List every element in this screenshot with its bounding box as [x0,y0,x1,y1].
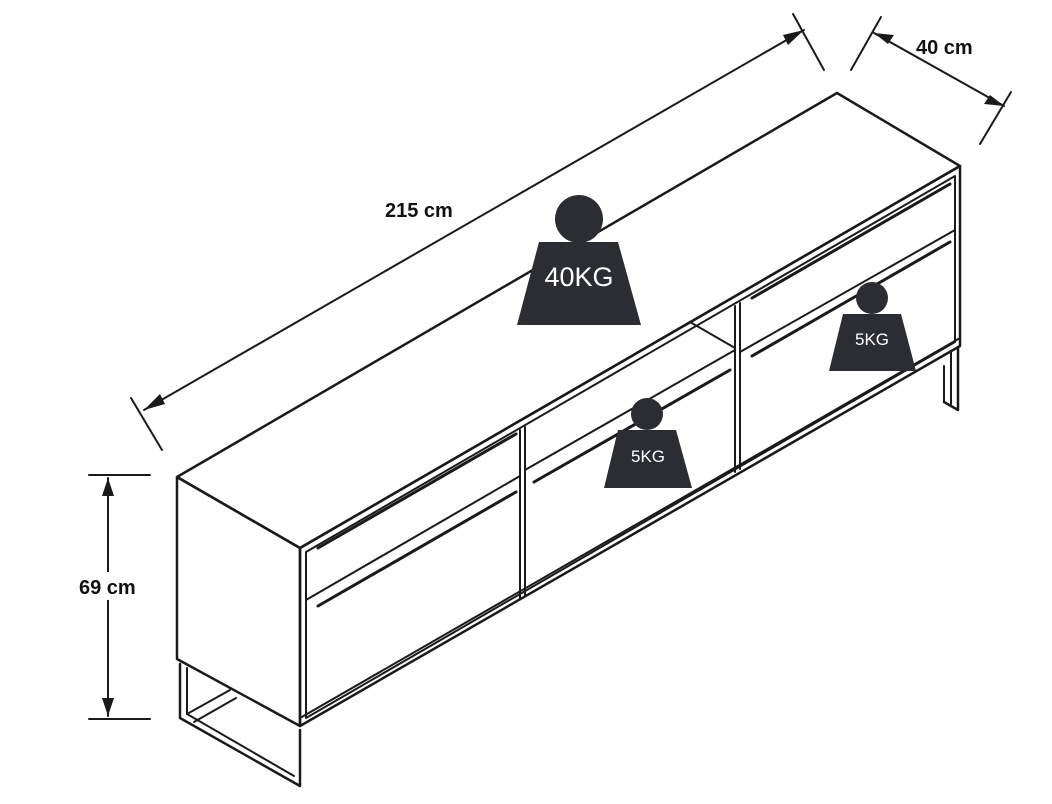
left-drawer-handle-top [316,432,518,550]
top-load-label: 40KG [544,262,613,292]
right-drawer-split [739,229,956,353]
width-dimension: 215 cm [130,13,825,451]
height-dimension: 69 cm [78,474,151,720]
right-leg-frame [942,346,960,412]
depth-dimension: 40 cm [850,16,1012,145]
middle-drawer-top [524,349,736,471]
cabinet-left-side [175,475,302,728]
tv-stand-drawing [175,91,962,788]
weight-40kg-icon: 40KG [517,195,641,325]
middle-shelf-opening [524,321,736,419]
middle-drawer-handle [532,368,732,484]
weight-5kg-middle-icon: 5KG [604,398,692,488]
left-drawer-handle-bottom [316,490,518,608]
height-label: 69 cm [79,577,136,599]
left-leg-frame [178,662,302,788]
width-label: 215 cm [385,200,453,222]
right-drawer-handle-top [750,182,952,300]
left-drawer-split [305,475,521,601]
weight-5kg-right-icon: 5KG [829,282,916,371]
middle-drawer-load-label: 5KG [631,447,665,466]
depth-label: 40 cm [916,37,973,59]
right-drawer-handle-bottom [750,240,952,358]
cabinet-front [298,164,962,728]
right-drawer-load-label: 5KG [855,330,889,349]
bottom-rail [299,337,961,719]
